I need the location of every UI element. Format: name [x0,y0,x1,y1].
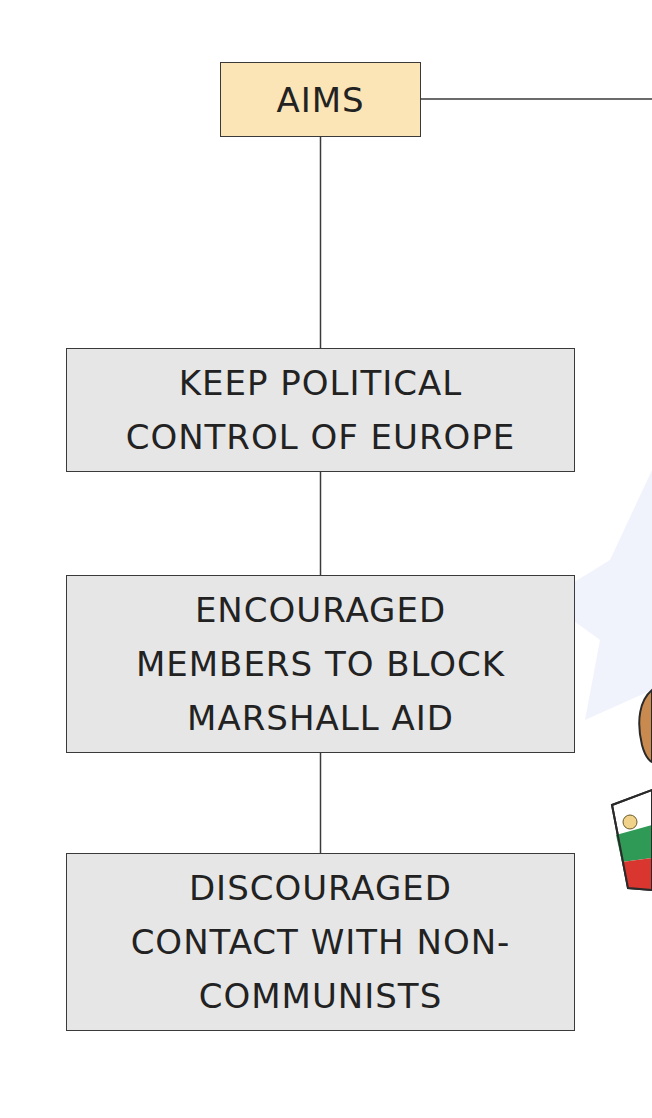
box-label: KEEP POLITICAL CONTROL OF EUROPE [91,356,551,464]
aims-box: AIMS [220,62,421,137]
aims-branch-line [421,98,652,100]
box-label: DISCOURAGED CONTACT WITH NON-COMMUNISTS [91,861,551,1023]
process-box: ENCOURAGED MEMBERS TO BLOCK MARSHALL AID [66,575,575,753]
process-box: KEEP POLITICAL CONTROL OF EUROPE [66,348,575,472]
box-label: AIMS [266,73,374,127]
connector-line [320,137,322,348]
connector-line [320,753,322,853]
process-box: DISCOURAGED CONTACT WITH NON-COMMUNISTS [66,853,575,1031]
box-label: ENCOURAGED MEMBERS TO BLOCK MARSHALL AID [91,583,551,745]
hand-with-flag [612,690,652,890]
connector-line [320,472,322,575]
